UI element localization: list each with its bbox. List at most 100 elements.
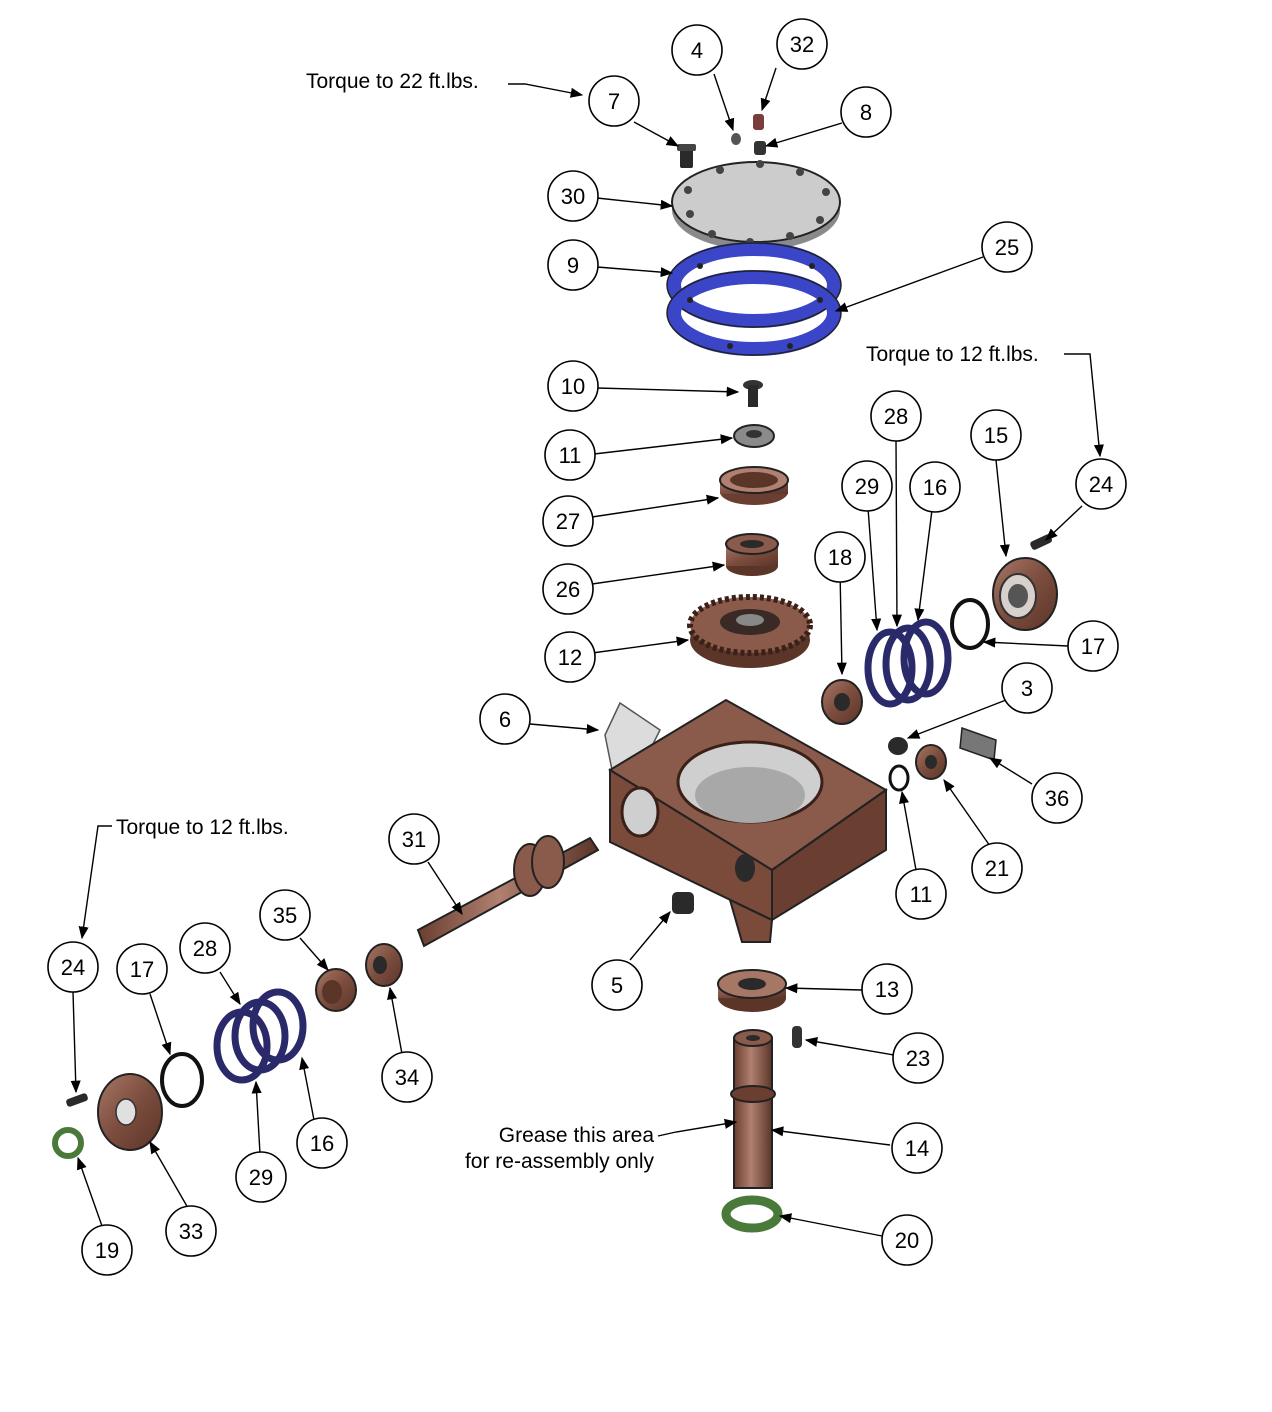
callout-label: 12 (558, 645, 582, 670)
part-plug-3 (888, 737, 908, 755)
part-bearing-cup-35 (315, 968, 357, 1012)
callout-23: 23 (892, 1032, 944, 1084)
callout-label: 24 (1089, 472, 1113, 497)
callout-label: 34 (395, 1065, 419, 1090)
callout-14: 14 (891, 1122, 943, 1174)
callouts: 4 32 7 8 30 9 25 10 11 27 26 12 28 29 16… (47, 18, 1127, 1276)
callout-35: 35 (259, 889, 311, 941)
part-shaft-31 (416, 835, 600, 948)
callout-8: 8 (840, 86, 892, 138)
callout-label: 14 (905, 1136, 929, 1161)
callout-29-left: 29 (235, 1151, 287, 1203)
callout-label: 33 (179, 1219, 203, 1244)
callout-4: 4 (671, 24, 723, 76)
callout-7: 7 (588, 75, 640, 127)
part-shim-16-right (900, 618, 952, 698)
callout-34: 34 (381, 1051, 433, 1103)
part-bearing-cone-26 (725, 533, 779, 576)
callout-label: 26 (556, 577, 580, 602)
note-torque-left: Torque to 12 ft.lbs. (116, 816, 289, 839)
callout-31: 31 (388, 813, 440, 865)
note-torque-top: Torque to 22 ft.lbs. (306, 70, 479, 93)
callout-label: 29 (249, 1165, 273, 1190)
part-seal-20 (721, 1195, 783, 1233)
callout-20: 20 (881, 1214, 933, 1266)
part-bolt-7 (677, 144, 696, 168)
callout-label: 28 (193, 936, 217, 961)
callout-label: 5 (611, 973, 623, 998)
callout-label: 6 (499, 707, 511, 732)
callout-label: 16 (923, 475, 947, 500)
callout-label: 29 (855, 474, 879, 499)
callout-label: 20 (895, 1228, 919, 1253)
part-bearing-cap-15 (992, 557, 1058, 631)
callout-label: 16 (310, 1131, 334, 1156)
note-grease-line1: Grease this area (499, 1124, 655, 1147)
callout-label: 28 (884, 404, 908, 429)
callout-17-left: 17 (116, 943, 168, 995)
callout-11-top: 11 (544, 429, 596, 481)
part-bearing-34 (365, 943, 403, 987)
callout-10: 10 (547, 360, 599, 412)
callout-15: 15 (970, 409, 1022, 461)
part-shaft-14 (730, 1029, 776, 1189)
callout-36: 36 (1031, 772, 1083, 824)
callout-label: 17 (1081, 634, 1105, 659)
callout-label: 18 (828, 545, 852, 570)
callout-9: 9 (547, 239, 599, 291)
part-key-23 (792, 1026, 802, 1048)
part-shim-28-right (882, 624, 934, 704)
callout-label: 8 (860, 100, 872, 125)
callout-16-left: 16 (296, 1117, 348, 1169)
part-bearing-18 (821, 679, 863, 725)
part-seal-19 (52, 1127, 84, 1159)
callout-24-right: 24 (1075, 458, 1127, 510)
callout-24-left: 24 (47, 941, 99, 993)
part-shim-16-left (249, 988, 307, 1064)
part-oring-17-right (950, 598, 990, 650)
callout-label: 3 (1021, 676, 1033, 701)
note-grease-line2: for re-assembly only (465, 1150, 655, 1173)
callout-label: 10 (561, 374, 585, 399)
callout-label: 19 (95, 1238, 119, 1263)
callout-label: 25 (995, 235, 1019, 260)
part-bearing-cup-27 (719, 466, 789, 505)
part-oring-17-left (160, 1052, 204, 1108)
callout-18: 18 (814, 531, 866, 583)
part-plug-5 (672, 892, 694, 914)
callout-label: 31 (402, 827, 426, 852)
callout-30: 30 (547, 170, 599, 222)
callout-label: 36 (1045, 786, 1069, 811)
part-gear-12 (687, 594, 813, 668)
callout-label: 35 (273, 903, 297, 928)
callout-label: 4 (691, 38, 703, 63)
callout-label: 15 (984, 423, 1008, 448)
part-gasket-25 (666, 263, 842, 356)
callout-27: 27 (542, 495, 594, 547)
part-plug-8 (754, 141, 766, 155)
part-housing-6 (604, 698, 888, 943)
callout-29-right: 29 (841, 460, 893, 512)
callout-26: 26 (542, 563, 594, 615)
callout-28-left: 28 (179, 922, 231, 974)
part-fitting-4 (731, 133, 741, 145)
part-washer-11 (733, 424, 775, 448)
callout-5: 5 (591, 959, 643, 1011)
part-bearing-13 (717, 969, 787, 1012)
part-screw-10 (743, 380, 763, 407)
callout-11-side: 11 (895, 868, 947, 920)
callout-25: 25 (981, 221, 1033, 273)
part-shim-29-right (864, 628, 916, 708)
part-fitting-32 (753, 114, 764, 130)
callout-21: 21 (971, 842, 1023, 894)
leader-lines (70, 67, 1104, 1237)
part-bearing-cap-33 (97, 1073, 163, 1151)
callout-label: 30 (561, 184, 585, 209)
part-washer-11-side (888, 764, 910, 792)
callout-33: 33 (165, 1205, 217, 1257)
callout-3: 3 (1001, 662, 1053, 714)
callout-32: 32 (776, 18, 828, 70)
callout-label: 11 (910, 882, 933, 907)
callout-label: 23 (906, 1046, 930, 1071)
